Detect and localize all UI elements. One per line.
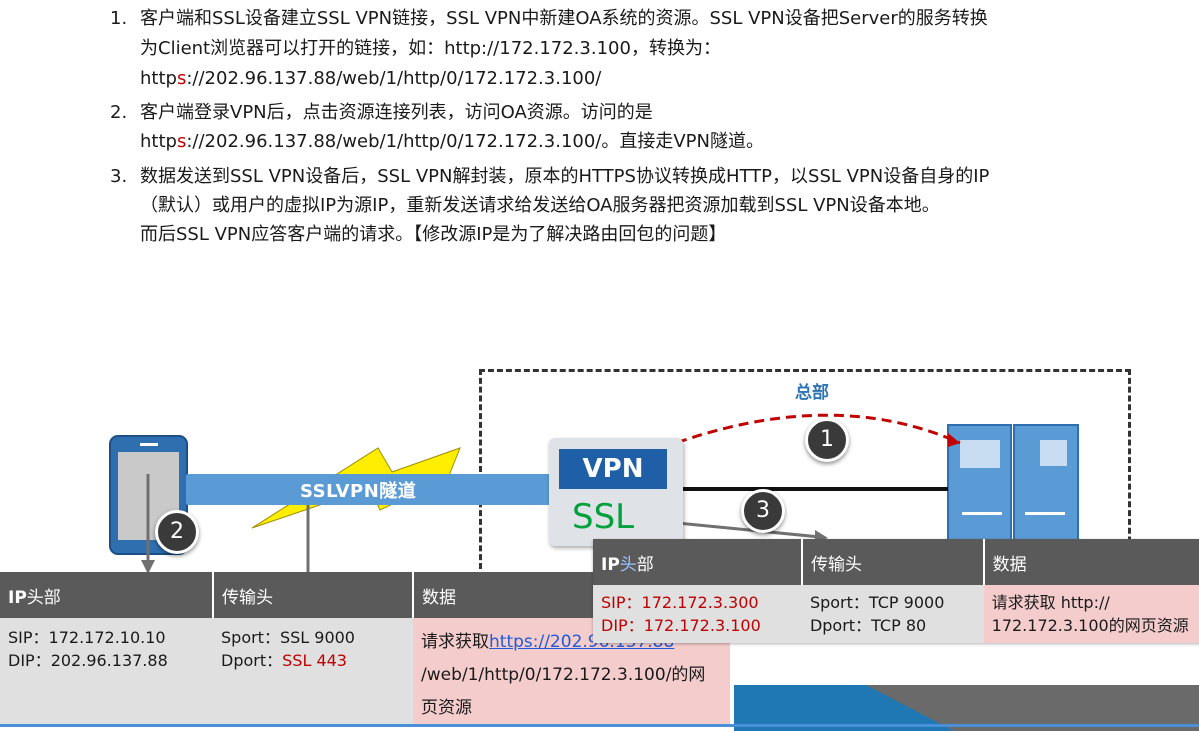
step-1-line-1: 客户端和SSL设备建立SSL VPN链接，SSL VPN中新建OA系统的资源。S… — [140, 8, 988, 29]
steps-list: 1. 客户端和SSL设备建立SSL VPN链接，SSL VPN中新建OA系统的资… — [110, 4, 1190, 249]
step-circle-2: 2 — [155, 510, 199, 554]
server-packet-table: IP头部 传输头 数据 SIP：172.172.3.300 DIP：172.17… — [593, 539, 1199, 643]
step-2-line-1: 客户端登录VPN后，点击资源连接列表，访问OA资源。访问的是 — [140, 102, 653, 123]
dip-value: DIP：172.172.3.100 — [601, 616, 761, 635]
url-s-highlight: s — [176, 68, 187, 89]
sport-value: Sport：TCP 9000 — [809, 593, 945, 612]
sslvpn-tunnel — [186, 474, 558, 505]
step-3-line-3: 而后SSL VPN应答客户端的请求。【修改源IP是为了解决路由回包的问题】 — [140, 224, 727, 245]
data-line-2: /web/1/http/0/172.172.3.100/的网 — [421, 665, 706, 685]
dip-value: DIP：202.96.137.88 — [8, 651, 168, 670]
header-transport: 传输头 — [801, 539, 985, 585]
tunnel-label: SSLVPN隧道 — [300, 481, 417, 502]
url-part: ://202.96.137.88/web/1/http/0/172.172.3.… — [186, 131, 765, 152]
step-circle-1: 1 — [805, 418, 849, 462]
step-1: 1. 客户端和SSL设备建立SSL VPN链接，SSL VPN中新建OA系统的资… — [110, 4, 1190, 94]
sip-value: SIP：172.172.3.300 — [601, 593, 759, 612]
data-cell: 请求获取 http:// 172.172.3.100的网页资源 — [983, 585, 1199, 643]
step-3: 3. 数据发送到SSL VPN设备后，SSL VPN解封装，原本的HTTPS协议… — [110, 162, 1190, 249]
ssl-label: SSL — [572, 497, 635, 537]
dport-value: Dport：TCP 80 — [809, 616, 927, 635]
transport-cell: Sport：TCP 9000 Dport：TCP 80 — [801, 585, 984, 643]
dport-value: Dport：SSL 443 — [221, 651, 347, 670]
data-line-1: 请求获取 http:// — [991, 593, 1110, 612]
header-ip: IP头部 — [0, 572, 214, 618]
step-number: 3. — [110, 166, 128, 187]
ip-cell: SIP：172.172.10.10 DIP：202.96.137.88 — [0, 618, 213, 725]
url-part: http — [140, 68, 177, 89]
step-2-line-2: https://202.96.137.88/web/1/http/0/172.1… — [140, 127, 1190, 156]
sip-value: SIP：172.172.10.10 — [8, 628, 166, 647]
data-line-3: 页资源 — [421, 698, 472, 718]
sport-value: Sport：SSL 9000 — [221, 628, 355, 647]
vpn-label: VPN — [559, 449, 667, 489]
step-1-line-2: 为Client浏览器可以打开的链接，如：http://172.172.3.100… — [140, 38, 721, 59]
step-2: 2. 客户端登录VPN后，点击资源连接列表，访问OA资源。访问的是 https:… — [110, 98, 1190, 156]
step-circle-3: 3 — [741, 489, 785, 533]
footer-line — [0, 724, 1199, 727]
hq-boundary — [479, 369, 1131, 569]
url-part: ://202.96.137.88/web/1/http/0/172.172.3.… — [186, 68, 602, 89]
transport-cell: Sport：SSL 9000 Dport：SSL 443 — [213, 618, 413, 725]
step-number: 2. — [110, 102, 128, 123]
step-3-line-2: （默认）或用户的虚拟IP为源IP，重新发送请求给发送给OA服务器把资源加载到SS… — [140, 195, 940, 216]
step-1-line-3: https://202.96.137.88/web/1/http/0/172.1… — [140, 64, 1190, 94]
header-transport: 传输头 — [213, 572, 414, 618]
header-ip: IP头部 — [593, 539, 803, 585]
url-part: http — [140, 131, 177, 152]
client-packet-table: IP头部 传输头 数据 SIP：172.172.10.10 DIP：202.96… — [0, 572, 730, 725]
step-3-line-1: 数据发送到SSL VPN设备后，SSL VPN解封装，原本的HTTPS协议转换成… — [140, 166, 990, 187]
hq-label: 总部 — [795, 383, 829, 403]
ip-cell: SIP：172.172.3.300 DIP：172.172.3.100 — [593, 585, 802, 643]
header-data: 数据 — [983, 539, 1199, 585]
step-number: 1. — [110, 8, 128, 29]
data-line-2: 172.172.3.100的网页资源 — [991, 616, 1189, 635]
url-s-highlight: s — [176, 131, 187, 152]
